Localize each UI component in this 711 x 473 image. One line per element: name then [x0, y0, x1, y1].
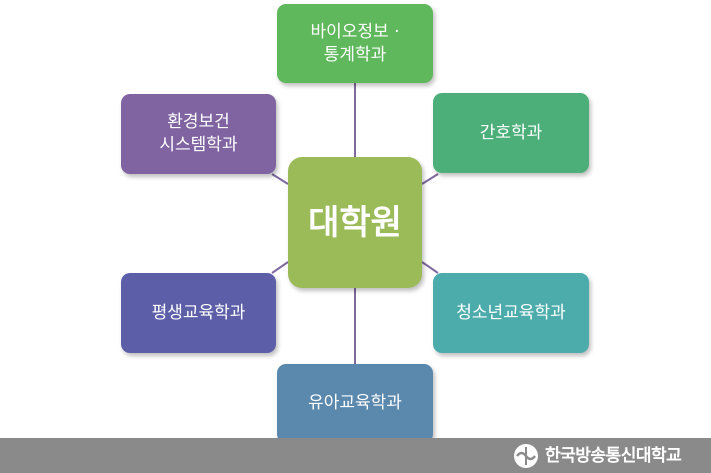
center-node-graduate-school: 대학원	[288, 157, 422, 288]
connector-bottom-left	[271, 261, 289, 274]
node-environmental-health-systems: 환경보건 시스템학과	[121, 94, 276, 174]
connector-top-right	[421, 173, 439, 185]
node-label: 평생교육학과	[151, 302, 246, 323]
node-label: 바이오정보 · 통계학과	[310, 21, 400, 65]
university-logo-text: 한국방송통신대학교	[545, 446, 682, 466]
university-logo-icon	[514, 444, 538, 468]
node-lifelong-education: 평생교육학과	[121, 273, 276, 353]
center-node-label: 대학원	[308, 202, 402, 243]
node-bioinformatics-statistics: 바이오정보 · 통계학과	[277, 4, 433, 83]
node-label: 간호학과	[479, 122, 543, 143]
node-nursing: 간호학과	[433, 93, 589, 173]
node-label: 환경보건 시스템학과	[159, 112, 238, 155]
node-label: 청소년교육학과	[456, 302, 566, 323]
node-label: 유아교육학과	[308, 393, 402, 413]
connector-bottom-right	[421, 261, 439, 274]
node-early-childhood-education: 유아교육학과	[277, 364, 433, 443]
connector-top-left	[271, 173, 289, 185]
node-youth-education: 청소년교육학과	[433, 273, 589, 353]
footer-bar	[0, 438, 711, 473]
